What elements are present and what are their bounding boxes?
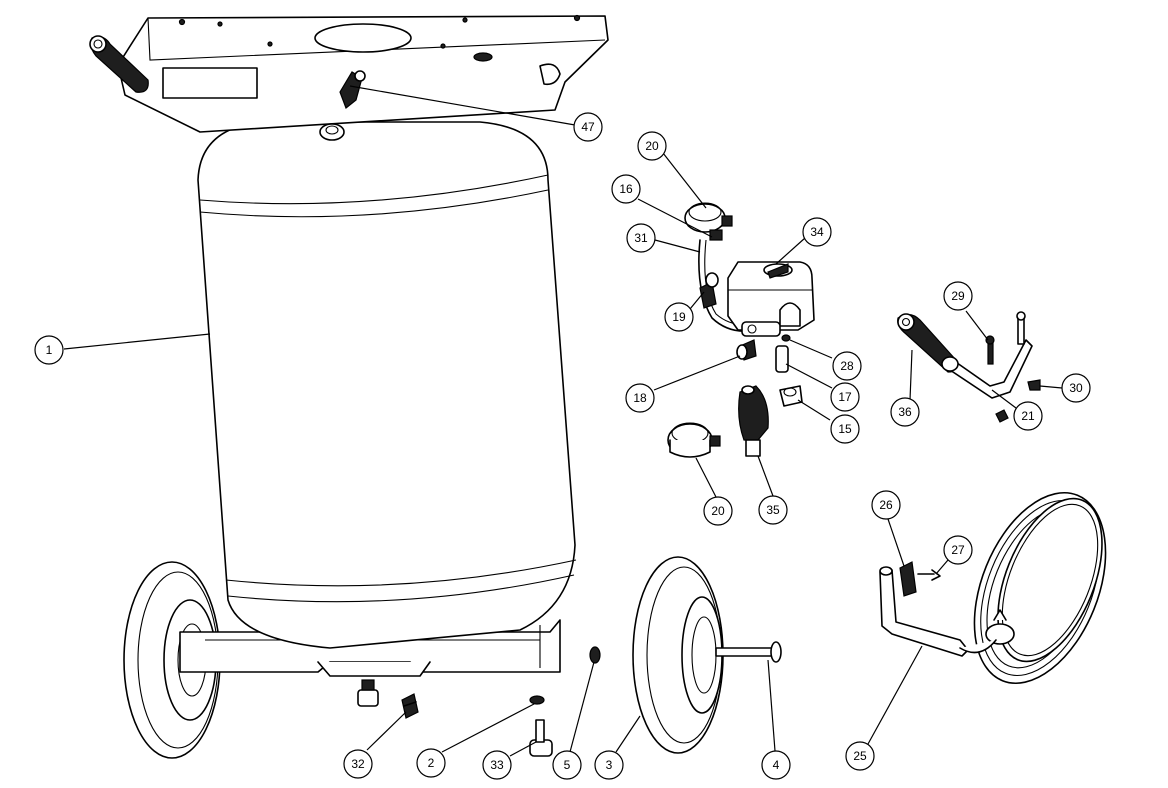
callout-20-top: 20 — [637, 131, 667, 161]
svg-text:3: 3 — [606, 758, 613, 772]
callout-15: 15 — [830, 414, 860, 444]
callout-18: 18 — [625, 383, 655, 413]
svg-text:20: 20 — [711, 504, 725, 518]
callout-25: 25 — [845, 741, 875, 771]
callout-19: 19 — [664, 302, 694, 332]
svg-text:20: 20 — [645, 139, 659, 153]
callout-16: 16 — [611, 174, 641, 204]
callout-31: 31 — [626, 223, 656, 253]
svg-text:35: 35 — [766, 503, 780, 517]
svg-text:36: 36 — [898, 405, 912, 419]
svg-text:27: 27 — [951, 543, 965, 557]
svg-text:25: 25 — [853, 749, 867, 763]
callout-1: 1 — [34, 335, 64, 365]
tank-body — [197, 121, 576, 649]
leader-lines — [63, 85, 1063, 757]
svg-text:28: 28 — [840, 359, 854, 373]
callout-47: 47 — [573, 112, 603, 142]
callout-5: 5 — [552, 750, 582, 780]
svg-text:47: 47 — [581, 120, 595, 134]
svg-text:21: 21 — [1021, 409, 1035, 423]
svg-text:32: 32 — [351, 757, 365, 771]
svg-text:29: 29 — [951, 289, 965, 303]
callout-35: 35 — [758, 495, 788, 525]
handle-assembly — [897, 311, 1041, 423]
svg-text:18: 18 — [633, 391, 647, 405]
svg-text:33: 33 — [490, 758, 504, 772]
callout-28: 28 — [832, 351, 862, 381]
callout-29: 29 — [943, 281, 973, 311]
svg-text:19: 19 — [672, 310, 686, 324]
check-valve — [738, 385, 769, 441]
svg-text:34: 34 — [810, 225, 824, 239]
callout-2: 2 — [416, 748, 446, 778]
callout-17: 17 — [830, 382, 860, 412]
hose-reel-assembly — [879, 491, 1107, 685]
drain-valve-parts — [357, 679, 553, 757]
axle-bolt — [715, 641, 782, 663]
svg-text:15: 15 — [838, 422, 852, 436]
callout-26: 26 — [871, 490, 901, 520]
right-wheel — [632, 556, 724, 754]
svg-text:31: 31 — [634, 231, 648, 245]
safety-valve — [339, 71, 363, 109]
callout-20-bottom: 20 — [703, 496, 733, 526]
callout-27: 27 — [943, 535, 973, 565]
svg-text:1: 1 — [46, 343, 53, 357]
svg-text:17: 17 — [838, 390, 852, 404]
callout-30: 30 — [1061, 373, 1091, 403]
callout-34: 34 — [802, 217, 832, 247]
axle-nut — [589, 646, 601, 664]
callout-33: 33 — [482, 750, 512, 780]
callout-21: 21 — [1013, 401, 1043, 431]
svg-text:4: 4 — [773, 758, 780, 772]
svg-text:16: 16 — [619, 182, 633, 196]
callouts: 1 2 3 4 5 15 16 17 18 19 20 20 21 25 26 … — [34, 112, 1091, 780]
svg-text:26: 26 — [879, 498, 893, 512]
callout-32: 32 — [343, 749, 373, 779]
svg-text:2: 2 — [428, 756, 435, 770]
callout-36: 36 — [890, 397, 920, 427]
air-tank-assembly — [89, 14, 609, 759]
svg-text:30: 30 — [1069, 381, 1083, 395]
callout-3: 3 — [594, 750, 624, 780]
pressure-switch-assembly — [667, 202, 815, 458]
callout-4: 4 — [761, 750, 791, 780]
svg-text:5: 5 — [564, 758, 571, 772]
